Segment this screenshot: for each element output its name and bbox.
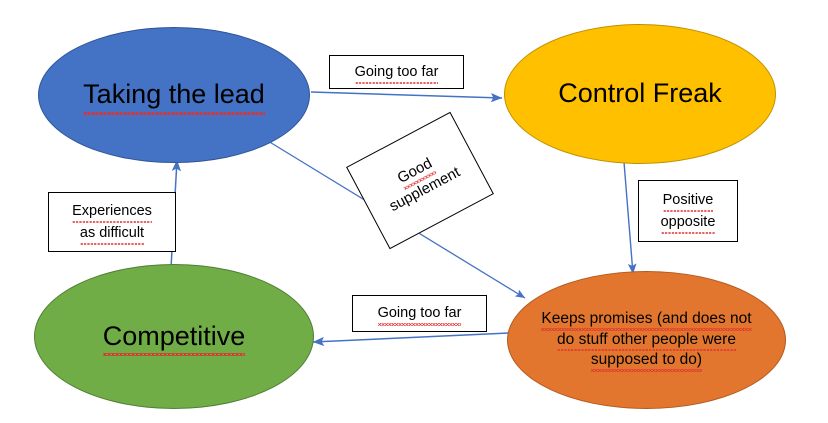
- node-control-freak[interactable]: Control Freak: [504, 24, 776, 164]
- node-keeps-promises-line-1: Keeps promises (and does not: [541, 309, 752, 332]
- node-competitive-label: Competitive: [89, 319, 260, 356]
- edge-label-experiences-line-2: as difficult: [79, 222, 145, 246]
- edge-label-positive-opposite-line-1: Positive: [662, 189, 713, 213]
- edge-label-experiences-as-difficult[interactable]: Experiences as difficult: [48, 192, 176, 252]
- node-competitive[interactable]: Competitive: [34, 264, 314, 409]
- edge-label-positive-opposite-text: Positive opposite: [656, 189, 721, 235]
- node-taking-the-lead-text: Taking the lead: [83, 77, 265, 115]
- node-taking-the-lead[interactable]: Taking the lead: [38, 27, 310, 163]
- node-keeps-promises-line-3: supposed to do): [590, 350, 703, 373]
- node-keeps-promises-line-2: do stuff other people were: [557, 330, 736, 352]
- edge-label-going-too-far-bottom[interactable]: Going too far: [352, 295, 487, 332]
- edge-label-experiences-line-1: Experiences: [72, 200, 152, 224]
- node-competitive-text: Competitive: [102, 319, 245, 356]
- arrow-control-freak-to-keeps-promises: [623, 161, 637, 275]
- edge-label-good-supplement[interactable]: Good supplement: [346, 111, 494, 250]
- arrow-lead-to-control-freak: [310, 91, 503, 103]
- edge-label-positive-opposite-line-2: opposite: [660, 211, 715, 235]
- edge-label-experiences-text: Experiences as difficult: [67, 200, 157, 246]
- node-taking-the-lead-label: Taking the lead: [69, 77, 279, 115]
- edge-label-going-too-far-top-text: Going too far: [350, 61, 444, 85]
- edge-label-going-too-far-top[interactable]: Going too far: [329, 55, 464, 89]
- edge-label-good-supplement-text: Good supplement: [372, 142, 468, 219]
- node-keeps-promises[interactable]: Keeps promises (and does not do stuff ot…: [507, 271, 786, 409]
- node-keeps-promises-label: Keeps promises (and does not do stuff ot…: [527, 309, 765, 373]
- edge-label-positive-opposite[interactable]: Positive opposite: [638, 180, 738, 242]
- node-control-freak-label: Control Freak: [558, 78, 722, 109]
- arrow-keeps-promises-to-competitive: [312, 332, 511, 347]
- edge-label-going-too-far-bottom-text: Going too far: [373, 302, 467, 327]
